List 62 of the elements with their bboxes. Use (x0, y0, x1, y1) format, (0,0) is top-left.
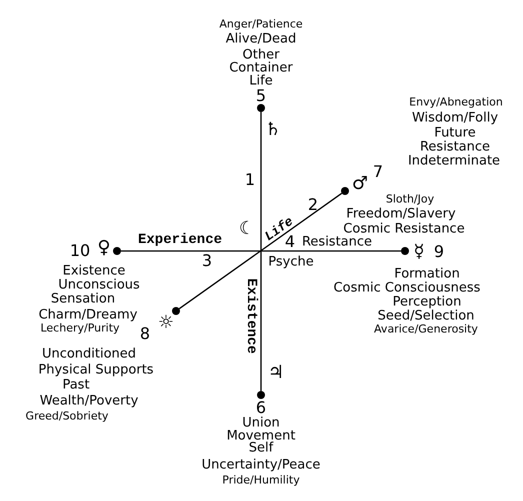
term-label: Cosmic Consciousness (334, 282, 480, 294)
endpoint-dot (172, 307, 180, 315)
number-label: 9 (434, 244, 444, 260)
number-label: 3 (202, 253, 212, 269)
planet-symbol: ♃ (268, 364, 284, 382)
term-label: Uncertainty/Peace (202, 458, 320, 472)
term-label: Physical Supports (38, 364, 154, 376)
planet-symbol: ☿ (413, 243, 425, 261)
axis-title: Experience (138, 233, 222, 247)
planet-symbol: ☼ (158, 314, 174, 332)
term-label: Union (242, 416, 280, 430)
axis-line (260, 112, 262, 391)
term-label: Perception (392, 296, 462, 308)
endpoint-dot (341, 187, 349, 195)
endpoint-dot (401, 247, 409, 255)
term-label: Unconscious (58, 278, 140, 292)
term-label: Envy/Abnegation (409, 96, 503, 108)
number-label: 6 (256, 400, 266, 416)
axis-line (121, 250, 401, 252)
axis-line (178, 192, 342, 310)
term-label: Sensation (50, 292, 116, 306)
term-label: Existence (62, 264, 126, 278)
number-label: 2 (308, 197, 318, 213)
term-label: Resistance (420, 140, 490, 154)
term-label: Greed/Sobriety (26, 410, 108, 422)
term-label: Other (242, 48, 280, 62)
term-label: Avarice/Generosity (374, 324, 478, 334)
term-label: Unconditioned (42, 348, 136, 360)
term-label: Self (248, 442, 274, 454)
number-label: 8 (140, 326, 150, 342)
term-label: Formation (394, 268, 460, 280)
term-label: Lechery/Purity (40, 322, 120, 334)
planet-symbol: ♂ (352, 175, 368, 193)
term-label: Freedom/Slavery (346, 208, 456, 220)
term-label: Resistance (302, 236, 372, 248)
endpoint-dot (257, 104, 265, 112)
term-label: Movement (226, 430, 296, 442)
term-label: Container (229, 62, 293, 74)
term-label: Indeterminate (408, 154, 500, 168)
axis-title: Existence (244, 278, 258, 354)
term-label: Anger/Patience (219, 18, 303, 30)
moon-symbol: ☾ (238, 220, 256, 238)
term-label: Sloth/Joy (386, 194, 434, 204)
term-label: Past (62, 378, 90, 392)
number-label: 7 (372, 164, 384, 180)
term-label: Wisdom/Folly (412, 112, 498, 124)
term-label: Cosmic Resistance (343, 222, 465, 236)
planet-symbol: ♀ (97, 239, 111, 257)
number-label: 5 (256, 88, 266, 104)
term-label: Psyche (268, 256, 314, 268)
term-label: Alive/Dead (226, 32, 296, 46)
term-label: Pride/Humility (222, 474, 300, 486)
term-label: Future (434, 126, 476, 140)
term-label: Life (249, 74, 273, 88)
endpoint-dot (257, 391, 265, 399)
term-label: Wealth/Poverty (40, 394, 138, 408)
term-label: Charm/Dreamy (38, 308, 138, 322)
term-label: Seed/Selection (378, 310, 474, 322)
planet-symbol: ♄ (264, 121, 282, 139)
endpoint-dot (113, 247, 121, 255)
number-label: 1 (244, 172, 256, 188)
number-label: 10 (70, 243, 90, 259)
